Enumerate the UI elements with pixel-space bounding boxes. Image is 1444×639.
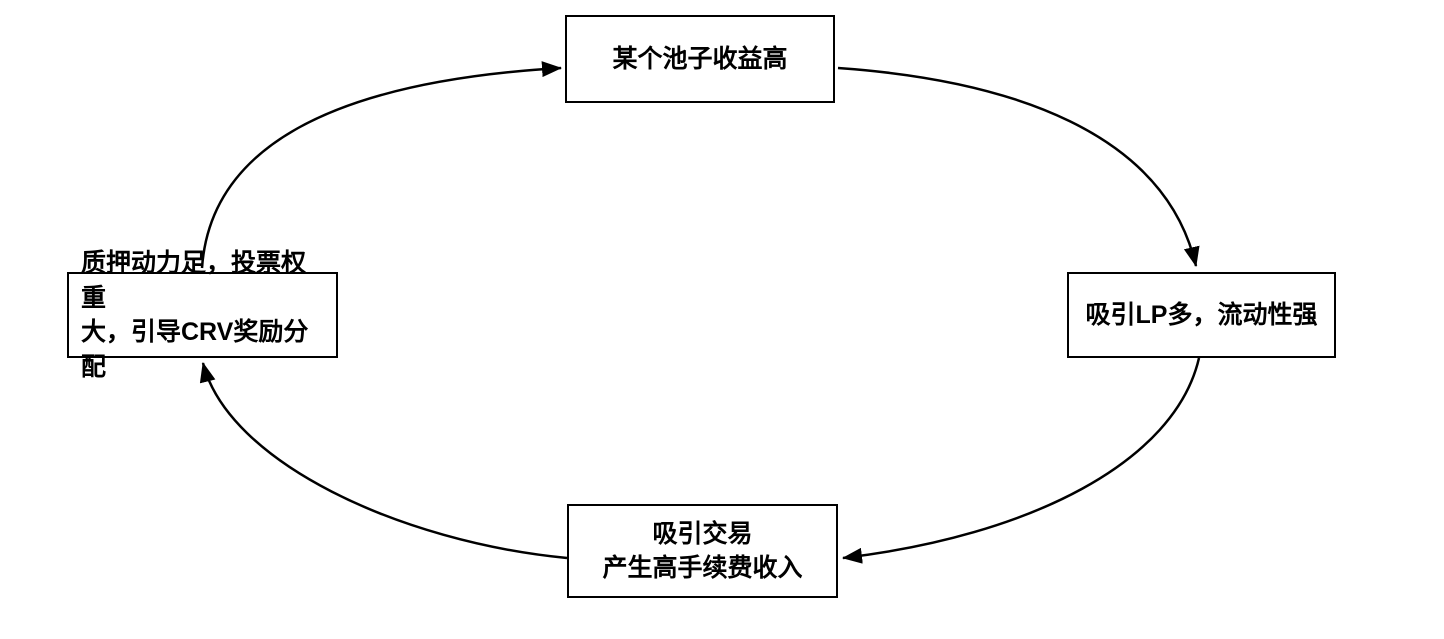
- node-attract-trading-fees-label: 吸引交易 产生高手续费收入: [602, 519, 803, 583]
- arrow-right-to-bottom: [842, 357, 1201, 564]
- node-attract-trading-fees: 吸引交易 产生高手续费收入: [567, 504, 838, 598]
- node-pool-high-yield-label: 某个池子收益高: [612, 44, 788, 73]
- node-staking-voting-crv-label: 质押动力足，投票权重 大，引导CRV奖励分配: [81, 249, 309, 381]
- arrow-left-to-top: [200, 61, 562, 269]
- node-staking-voting-crv: 质押动力足，投票权重 大，引导CRV奖励分配: [67, 249, 338, 381]
- arrow-bottom-to-left: [199, 362, 568, 560]
- node-attract-lp-liquidity: 吸引LP多，流动性强: [1067, 272, 1336, 358]
- node-pool-high-yield: 某个池子收益高: [565, 15, 835, 103]
- arrow-top-to-right: [837, 66, 1200, 267]
- node-attract-lp-liquidity-label: 吸引LP多，流动性强: [1085, 300, 1318, 329]
